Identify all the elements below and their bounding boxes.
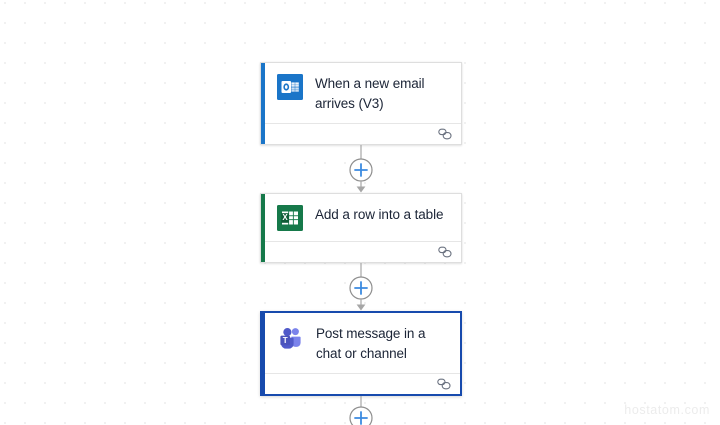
watermark: hostatom.com: [624, 403, 710, 417]
card-footer: [262, 373, 460, 394]
card-body: T Post message in a chat or channel: [262, 313, 460, 373]
flow-connector-tail: [260, 396, 462, 425]
svg-text:X: X: [282, 213, 288, 222]
link-connector-icon[interactable]: [437, 378, 451, 390]
outlook-icon: [277, 74, 303, 100]
card-body: X Add a row into a table: [261, 194, 461, 241]
svg-text:T: T: [283, 336, 288, 345]
link-connector-icon[interactable]: [438, 128, 452, 140]
link-connector-icon[interactable]: [438, 246, 452, 258]
flow-column: When a new email arrives (V3): [260, 62, 462, 425]
card-footer: [261, 123, 461, 144]
card-title: Post message in a chat or channel: [316, 326, 426, 361]
card-accent-bar: [261, 194, 265, 262]
card-accent-bar: [262, 313, 265, 394]
card-title: Add a row into a table: [315, 207, 444, 222]
flow-card-excel-add-row[interactable]: X Add a row into a table: [260, 193, 462, 263]
card-accent-bar: [261, 63, 265, 144]
flow-connector-2: [260, 263, 462, 311]
flow-card-trigger-outlook[interactable]: When a new email arrives (V3): [260, 62, 462, 145]
excel-icon: X: [277, 205, 303, 231]
card-body: When a new email arrives (V3): [261, 63, 461, 123]
card-title: When a new email arrives (V3): [315, 76, 425, 111]
flow-card-teams-post-message[interactable]: T Post message in a chat or channel: [260, 311, 462, 396]
teams-icon: T: [278, 324, 304, 350]
card-footer: [261, 241, 461, 262]
flow-connector-1: [260, 145, 462, 193]
